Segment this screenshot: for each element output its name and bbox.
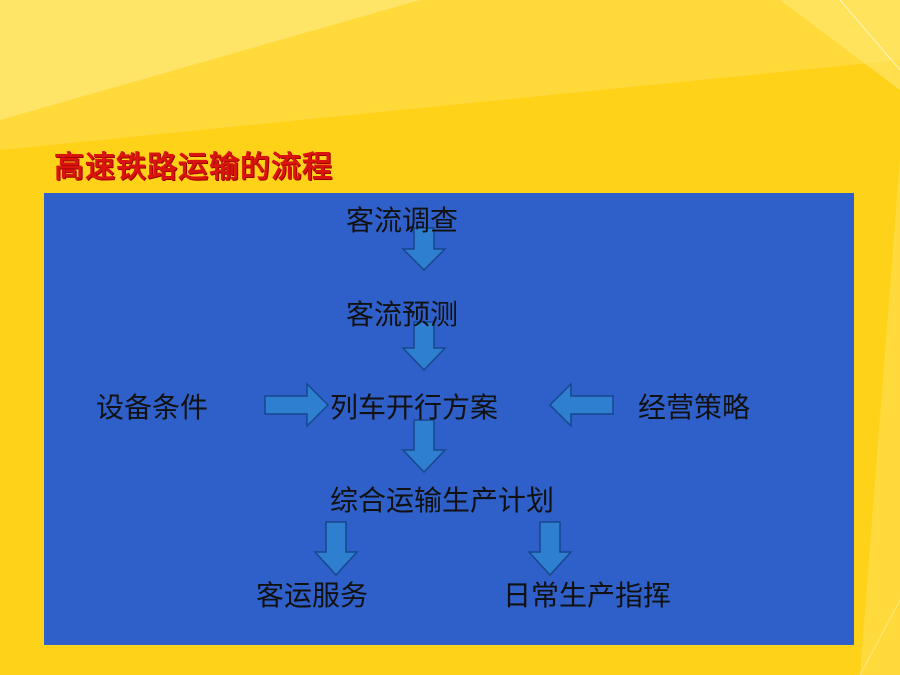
arrow-down-forecast-plan	[401, 321, 447, 372]
arrow-down-survey-forecast	[401, 227, 447, 272]
arrow-down-production-command	[527, 521, 573, 577]
node-equipment-conditions: 设备条件	[96, 391, 209, 424]
flow-panel	[44, 193, 854, 645]
node-business-strategy: 经营策略	[638, 391, 751, 424]
arrow-left-strategy-plan	[548, 382, 614, 428]
page-title: 高速铁路运输的流程	[54, 150, 333, 185]
node-daily-production-command: 日常生产指挥	[503, 579, 672, 612]
arrow-right-equipment-plan	[264, 382, 330, 428]
node-integrated-production-plan: 综合运输生产计划	[330, 484, 555, 517]
node-passenger-service: 客运服务	[256, 579, 369, 612]
node-passenger-forecast: 客流预测	[346, 298, 459, 331]
arrow-down-production-service	[313, 521, 359, 577]
node-train-operation-plan: 列车开行方案	[330, 391, 499, 424]
arrow-down-plan-production	[401, 419, 447, 474]
node-passenger-survey: 客流调查	[346, 204, 459, 237]
